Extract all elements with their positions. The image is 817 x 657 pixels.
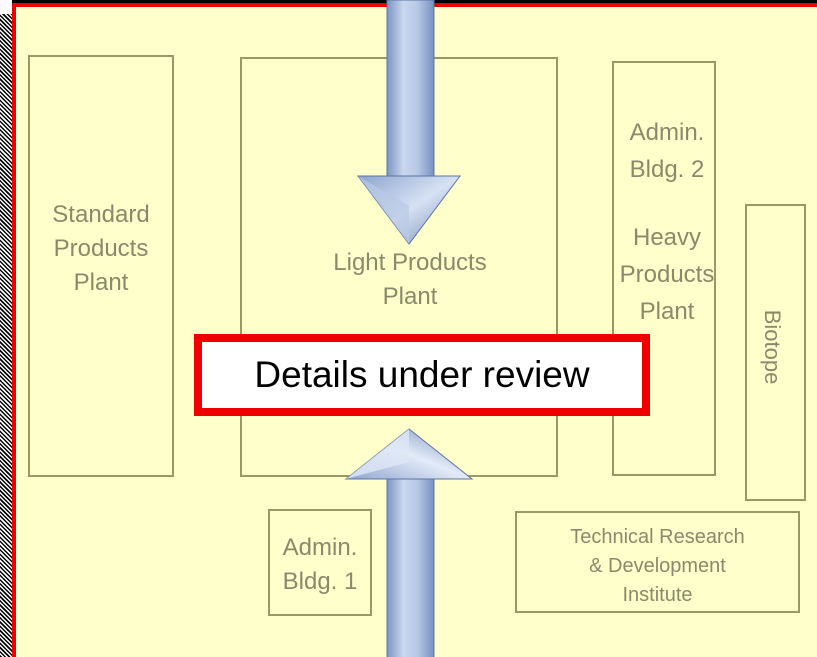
review-notice-text: Details under review	[254, 354, 590, 395]
admin-bldg-1-label: Admin. Bldg. 1	[282, 534, 358, 595]
arrow-down-icon	[357, 0, 461, 245]
admin-bldg-1	[268, 509, 372, 616]
arrow-up-icon	[344, 428, 474, 657]
biotope	[745, 204, 806, 501]
standard-products-plant	[28, 55, 174, 477]
technical-research-institute	[515, 511, 800, 613]
admin-bldg-2-label: Admin. Bldg. 2	[629, 119, 705, 183]
hatched-border	[0, 14, 13, 657]
heavy-products-plant	[612, 61, 716, 476]
heavy-products-plant-label: Heavy Products Plant	[619, 224, 715, 325]
technical-research-institute-label: Technical Research & Development Institu…	[570, 526, 745, 606]
standard-products-plant-label: Standard Products Plant	[52, 201, 150, 296]
review-notice-box: Details under review	[194, 334, 650, 416]
light-products-plant-label: Light Products Plant	[333, 249, 487, 310]
